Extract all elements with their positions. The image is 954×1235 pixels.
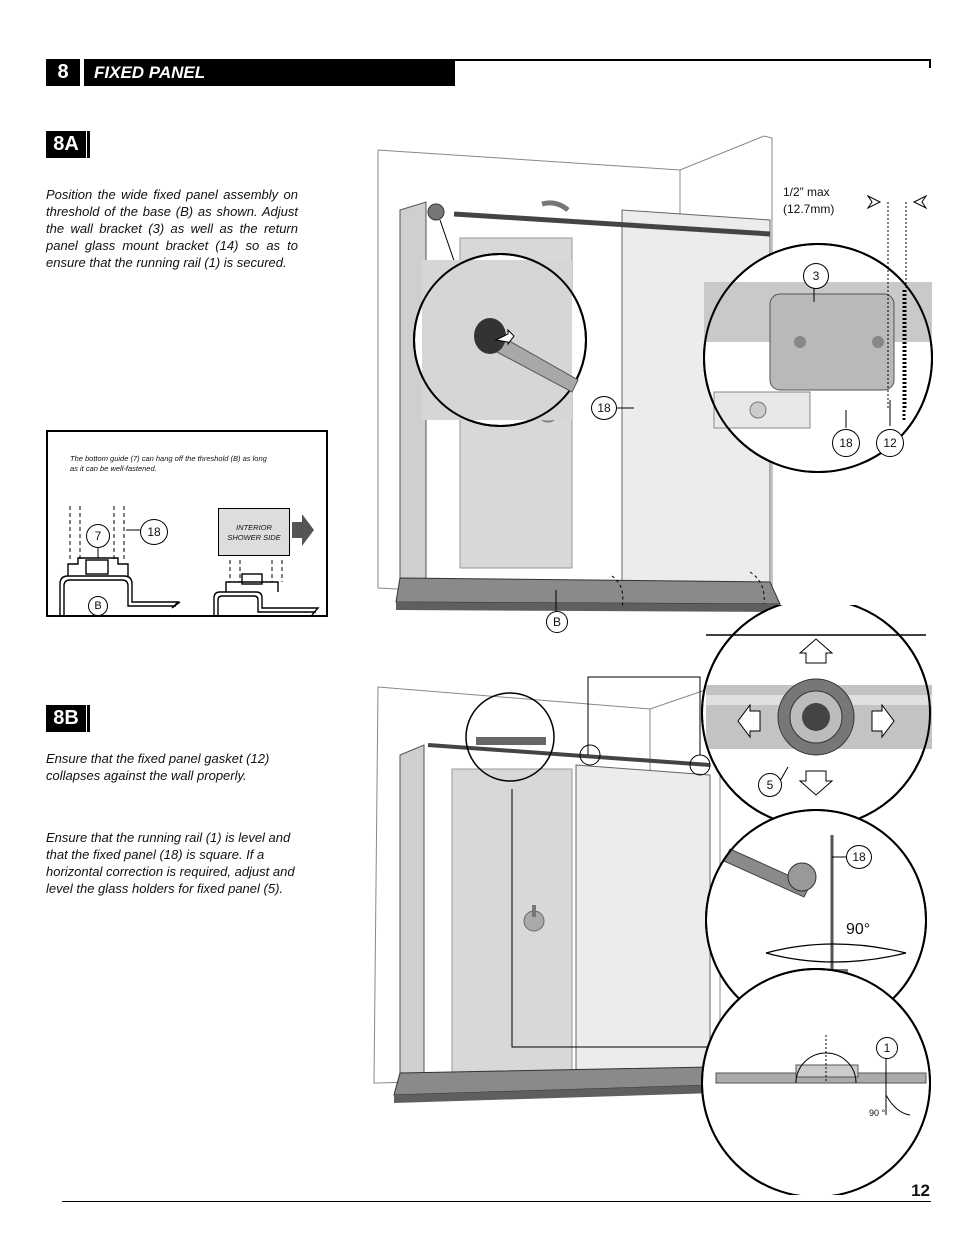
threshold-detail-inset: The bottom guide (7) can hang off the th… xyxy=(46,430,328,617)
step-8b-illustration xyxy=(373,605,932,1195)
step-8a-label: 8A xyxy=(46,131,86,158)
threshold-detail-drawing xyxy=(59,506,320,615)
footer-rule xyxy=(62,1201,931,1202)
page-number: 12 xyxy=(911,1181,930,1200)
step-8a-bar xyxy=(87,131,90,158)
callout-base-8a: B xyxy=(546,611,568,633)
callout-panel-zoom: 18 xyxy=(832,429,860,457)
step-8b-instructions-2: Ensure that the running rail (1) is leve… xyxy=(46,830,295,896)
callout-rail: 1 xyxy=(876,1037,898,1059)
callout-base-inset: B xyxy=(88,596,108,616)
interior-side-label: INTERIOR SHOWER SIDE xyxy=(227,523,281,542)
step-8a-illustration xyxy=(377,135,933,614)
callout-panel-8a: 18 xyxy=(591,396,617,420)
step-8b-instructions-1: Ensure that the fixed panel gasket (12) … xyxy=(46,751,270,783)
interior-side-box: INTERIOR SHOWER SIDE xyxy=(218,508,290,556)
step-8b-label: 8B xyxy=(46,705,86,732)
callout-holder: 5 xyxy=(758,773,782,797)
dimension-mm: (12.7mm) xyxy=(783,202,835,216)
callout-guide: 7 xyxy=(86,524,110,548)
callout-panel-inset: 18 xyxy=(140,519,168,545)
header-rule-tick xyxy=(929,59,931,68)
dimension-max: 1/2” max xyxy=(783,185,830,199)
step-8b-bar xyxy=(87,705,90,732)
section-title: FIXED PANEL xyxy=(84,59,455,86)
inset-note: The bottom guide (7) can hang off the th… xyxy=(70,454,267,473)
angle-large-label: 90° xyxy=(846,921,871,938)
callout-bracket: 3 xyxy=(803,263,829,289)
callout-gasket: 12 xyxy=(876,429,904,457)
step-8a-instructions: Position the wide fixed panel assembly o… xyxy=(46,187,298,270)
callout-panel-8b: 18 xyxy=(846,845,872,869)
section-number: 8 xyxy=(46,59,80,86)
header-rule xyxy=(455,59,931,61)
angle-small-label: 90 ° xyxy=(869,1108,886,1118)
